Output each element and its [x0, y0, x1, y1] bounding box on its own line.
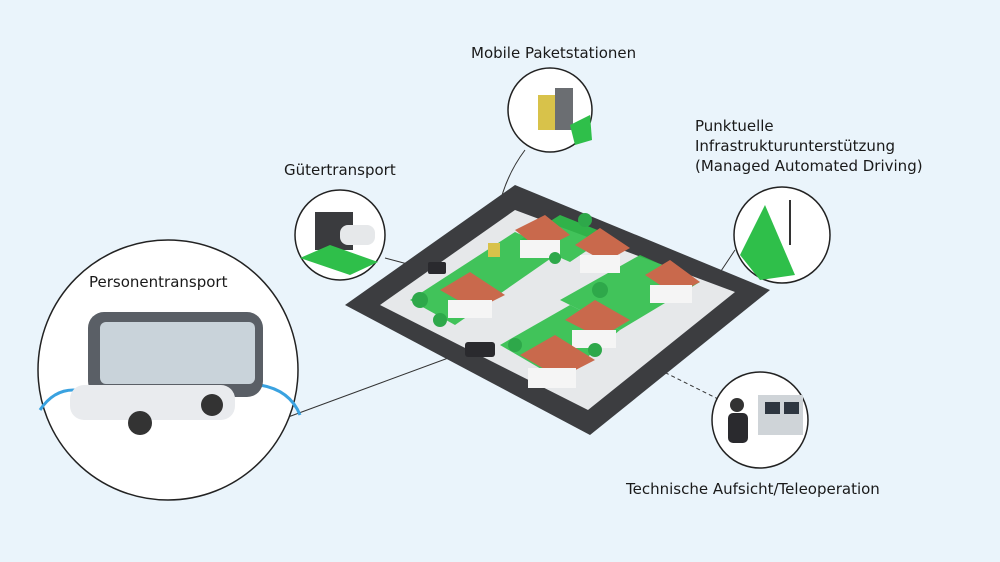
town-board: [345, 185, 770, 435]
guetertransport-circle: [294, 189, 386, 281]
label-infrastruktur-line1: Punktuelle: [695, 117, 774, 135]
paketstationen-circle: [507, 67, 593, 153]
trees: [412, 213, 608, 357]
label-infrastruktur-line2: Infrastrukturunterstützung: [695, 137, 895, 155]
label-teleoperation: Technische Aufsicht/Teleoperation: [626, 480, 880, 498]
houses: [440, 215, 700, 388]
shuttle-on-map: [465, 342, 495, 357]
label-personentransport: Personentransport: [89, 273, 228, 291]
teleoperation-circle: [711, 371, 809, 469]
label-infrastruktur-line3: (Managed Automated Driving): [695, 157, 923, 175]
personentransport-circle: [37, 239, 302, 501]
cargo-vehicle-on-map: [428, 262, 446, 274]
infrastruktur-circle: [733, 186, 831, 284]
label-infrastruktur: Punktuelle Infrastrukturunterstützung (M…: [695, 116, 923, 176]
label-guetertransport: Gütertransport: [284, 161, 396, 179]
parcel-station-on-map: [488, 243, 500, 257]
label-paketstationen: Mobile Paketstationen: [471, 44, 637, 62]
